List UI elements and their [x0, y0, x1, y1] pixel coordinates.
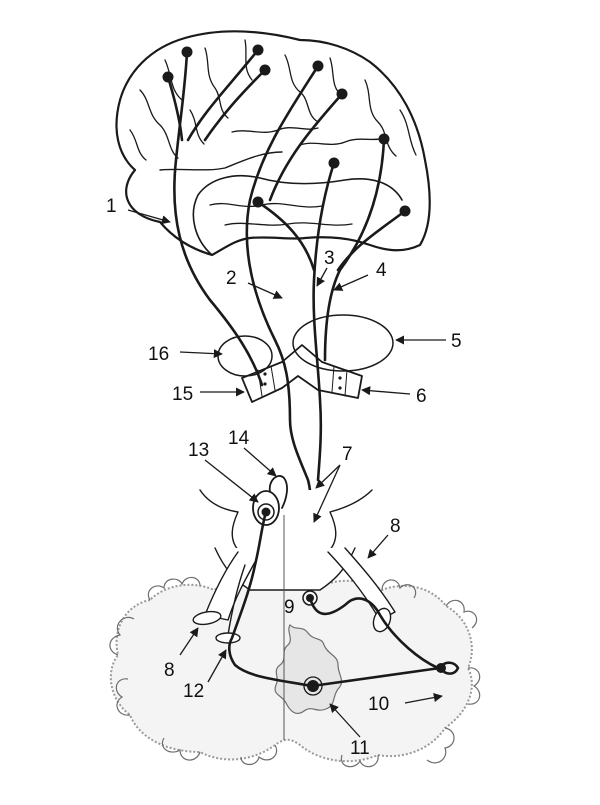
arrow-7b [313, 464, 341, 523]
label-10: 10 [368, 694, 389, 715]
thalamic-region [217, 314, 394, 403]
arrow-10 [404, 693, 443, 704]
arrow-8-right [367, 534, 389, 559]
label-13: 13 [188, 440, 209, 461]
label-16: 16 [148, 344, 169, 365]
cortical-neurons [162, 44, 411, 217]
brainstem-pathways [228, 510, 460, 688]
structure-13-dot [261, 507, 271, 517]
arrow-16 [179, 349, 223, 359]
arrow-8-left [179, 627, 199, 656]
label-8-right: 8 [390, 516, 401, 537]
arrow-2 [247, 282, 283, 299]
temporal-lobe-contour [192, 174, 403, 256]
pontine-nucleus-9-dot [306, 594, 314, 602]
peduncle-inner-left [227, 564, 246, 636]
label-11: 11 [350, 738, 370, 759]
structure-14-ring [252, 490, 280, 526]
label-6: 6 [416, 386, 427, 407]
peduncle-left-cut [192, 610, 222, 626]
arrow-12 [207, 649, 227, 683]
hemisphere-outline [115, 30, 431, 257]
label-14: 14 [228, 428, 250, 449]
label-15: 15 [172, 384, 193, 405]
red-nucleus-group [252, 475, 288, 526]
label-4: 4 [376, 260, 387, 281]
dentate-nucleus-11 [307, 680, 319, 692]
nucleus-10-dot [436, 663, 446, 673]
arrow-14 [243, 447, 277, 477]
label-12: 12 [183, 681, 204, 702]
structure-13-ring [257, 503, 275, 521]
label-8-left: 8 [164, 660, 175, 681]
arrow-4 [333, 274, 369, 291]
arrow-13 [204, 459, 259, 503]
dentate-nucleus [274, 624, 343, 715]
arrow-1 [127, 209, 171, 225]
label-9: 9 [284, 597, 295, 618]
arrow-11 [329, 703, 361, 738]
pontine-nucleus-9 [302, 590, 318, 606]
dentate-nucleus-11-ring [303, 676, 323, 696]
band-15-6 [241, 344, 363, 403]
arrow-3 [316, 267, 328, 287]
nuclei [302, 590, 446, 696]
leader-arrows [127, 209, 446, 738]
peduncle-12-cut [215, 632, 241, 644]
cerebellum-folia [109, 576, 481, 768]
band-dots [263, 372, 342, 390]
structure-5-oval [292, 314, 394, 372]
label-5: 5 [451, 331, 462, 352]
number-labels: 1 2 3 4 5 6 7 8 8 9 10 11 12 13 14 15 16 [106, 196, 462, 759]
label-3: 3 [324, 248, 335, 269]
band-ticks [257, 365, 348, 397]
arrow-6 [361, 386, 411, 396]
label-7: 7 [342, 444, 353, 465]
arrow-7a [315, 464, 341, 489]
brainstem [192, 489, 396, 644]
lateral-sulcus [159, 151, 283, 171]
label-1: 1 [106, 196, 117, 217]
label-2: 2 [226, 268, 237, 289]
structure-14-hook [268, 475, 288, 509]
gyri [129, 39, 417, 226]
